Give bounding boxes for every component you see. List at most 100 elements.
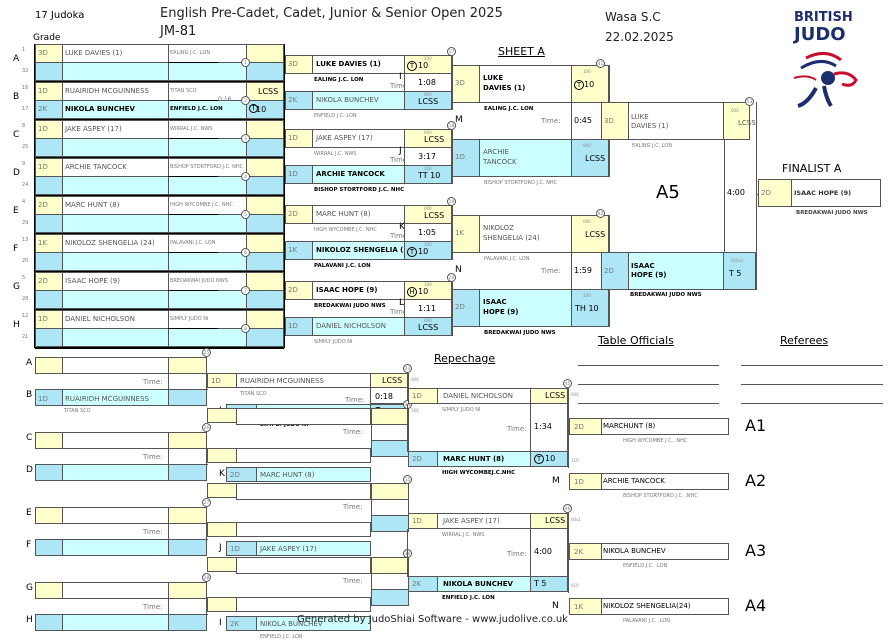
white-name-cell[interactable] xyxy=(62,507,169,524)
blue-name-cell[interactable] xyxy=(62,62,169,81)
blue-grade xyxy=(35,138,63,157)
grade-header: Grade xyxy=(33,33,61,43)
white-grade-text: 2D xyxy=(288,286,298,294)
white-name-cell[interactable] xyxy=(236,597,371,612)
match-number: 4 xyxy=(241,172,250,181)
logo-text-1: BRITISH xyxy=(794,10,853,25)
time-label: Time: xyxy=(345,396,365,404)
time-label: Time: xyxy=(390,156,410,164)
white-grade-text: 2D xyxy=(38,277,48,285)
white-grade-text: 1K xyxy=(38,239,48,247)
blue-points: 100 xyxy=(424,242,432,247)
white-score-cell xyxy=(246,44,284,63)
match-number: 3 xyxy=(241,134,250,143)
time-cell xyxy=(371,424,409,441)
seed-bottom: 20 xyxy=(22,258,29,264)
score-icon: T xyxy=(407,61,417,71)
empty-name[interactable] xyxy=(236,557,371,574)
result-name-cell[interactable] xyxy=(601,598,729,615)
time-cell xyxy=(530,528,568,577)
blue-score-cell xyxy=(246,138,284,157)
white-name-cell[interactable] xyxy=(479,215,572,253)
result-club: HIGH WYCOMBE J.C. .NHC xyxy=(623,438,688,444)
official-line-2[interactable] xyxy=(578,384,719,385)
match-number: 27 xyxy=(202,498,211,507)
match-time: 1:08 xyxy=(418,78,436,87)
result-grade-text: 2D xyxy=(574,423,584,431)
blue-name: JAKE ASPEY (17) xyxy=(260,545,317,553)
blue-club: ENFIELD J.C. LON xyxy=(260,634,303,640)
referee-line-2[interactable] xyxy=(741,384,883,385)
bracket-line xyxy=(168,62,218,63)
white-name-cell[interactable] xyxy=(62,432,169,449)
seed-top: 16 xyxy=(22,85,29,91)
blue-name-cell[interactable] xyxy=(62,290,169,309)
white-score-cell xyxy=(246,196,284,215)
match-number: 28 xyxy=(202,573,211,582)
blue-name-cell[interactable] xyxy=(256,541,371,556)
blue-name-cell[interactable] xyxy=(62,214,169,233)
blue-score: T 5 xyxy=(534,579,547,588)
match-number: 33 xyxy=(403,364,412,373)
result-name-cell[interactable] xyxy=(601,543,729,560)
blue-name-cell[interactable] xyxy=(479,289,572,327)
blue-score-cell xyxy=(571,139,609,177)
semi-white-score: 000 LCSS xyxy=(723,102,756,140)
match-mark: J xyxy=(219,543,222,553)
white-name: JAKE ASPEY (17) xyxy=(65,125,122,133)
blue-name-cell[interactable] xyxy=(62,614,169,631)
result-name: ARCHIE TANCOCK xyxy=(603,477,665,485)
seed-top: 13 xyxy=(22,237,29,243)
white-name: DANIEL NICHOLSON xyxy=(65,315,135,323)
white-name-cell[interactable] xyxy=(479,65,572,103)
seed-bottom: 32 xyxy=(22,68,29,74)
blue-score: TH 10 xyxy=(575,304,599,313)
empty-name[interactable] xyxy=(236,483,371,500)
bracket-line xyxy=(168,100,218,101)
blue-grade xyxy=(35,614,63,631)
finalist-title: FINALIST A xyxy=(782,162,842,175)
white-points: 000 xyxy=(571,392,579,397)
white-name-cell[interactable] xyxy=(62,582,169,599)
venue: Wasa S.C xyxy=(605,10,661,24)
white-name-cell[interactable] xyxy=(236,448,371,463)
white-score-cell xyxy=(168,432,207,449)
white-score-cell xyxy=(571,65,609,103)
blue-club-cell xyxy=(168,176,247,195)
white-name-cell[interactable] xyxy=(62,357,169,374)
empty-score xyxy=(371,557,409,574)
time-cell xyxy=(371,499,409,516)
match-number: 8 xyxy=(241,324,250,333)
blue-grade-text: 2K xyxy=(412,580,422,588)
semi-white-grade: 3D xyxy=(601,102,629,140)
official-line-3[interactable] xyxy=(578,403,719,404)
white-score-cell xyxy=(168,507,207,524)
blue-club: ENFIELD J.C. LON xyxy=(314,113,357,119)
empty-name[interactable] xyxy=(236,408,371,425)
judoka-emblem-icon xyxy=(793,52,858,108)
match-number: 6 xyxy=(241,248,250,257)
semi-blue-grade: 2D xyxy=(601,252,629,290)
blue-name-cell[interactable] xyxy=(62,539,169,556)
blue-club: SIMPLY JUDO NI xyxy=(260,422,309,428)
blue-name-cell[interactable] xyxy=(256,467,371,482)
official-line-1[interactable] xyxy=(578,365,719,366)
result-name-cell[interactable] xyxy=(601,418,729,435)
blue-name-cell[interactable] xyxy=(62,464,169,481)
referee-line-3[interactable] xyxy=(741,403,883,404)
row-letter: C xyxy=(13,130,20,140)
white-name-cell[interactable] xyxy=(236,522,371,537)
white-points: 100 xyxy=(424,282,432,287)
blue-name-cell[interactable] xyxy=(62,252,169,271)
blue-name-cell[interactable] xyxy=(479,139,572,177)
white-grade-text: 1D xyxy=(38,87,48,95)
blue-club-cell xyxy=(168,252,247,271)
seed-top: 8 xyxy=(22,123,26,129)
blue-name-cell[interactable] xyxy=(62,176,169,195)
referee-line-1[interactable] xyxy=(741,365,883,366)
blue-club: BISHOP STORTFORD J.C. NHC xyxy=(484,180,558,186)
blue-score-cell xyxy=(168,539,207,556)
blue-name-cell[interactable] xyxy=(62,138,169,157)
result-name-cell[interactable] xyxy=(601,473,729,490)
blue-name-cell[interactable] xyxy=(62,328,169,347)
